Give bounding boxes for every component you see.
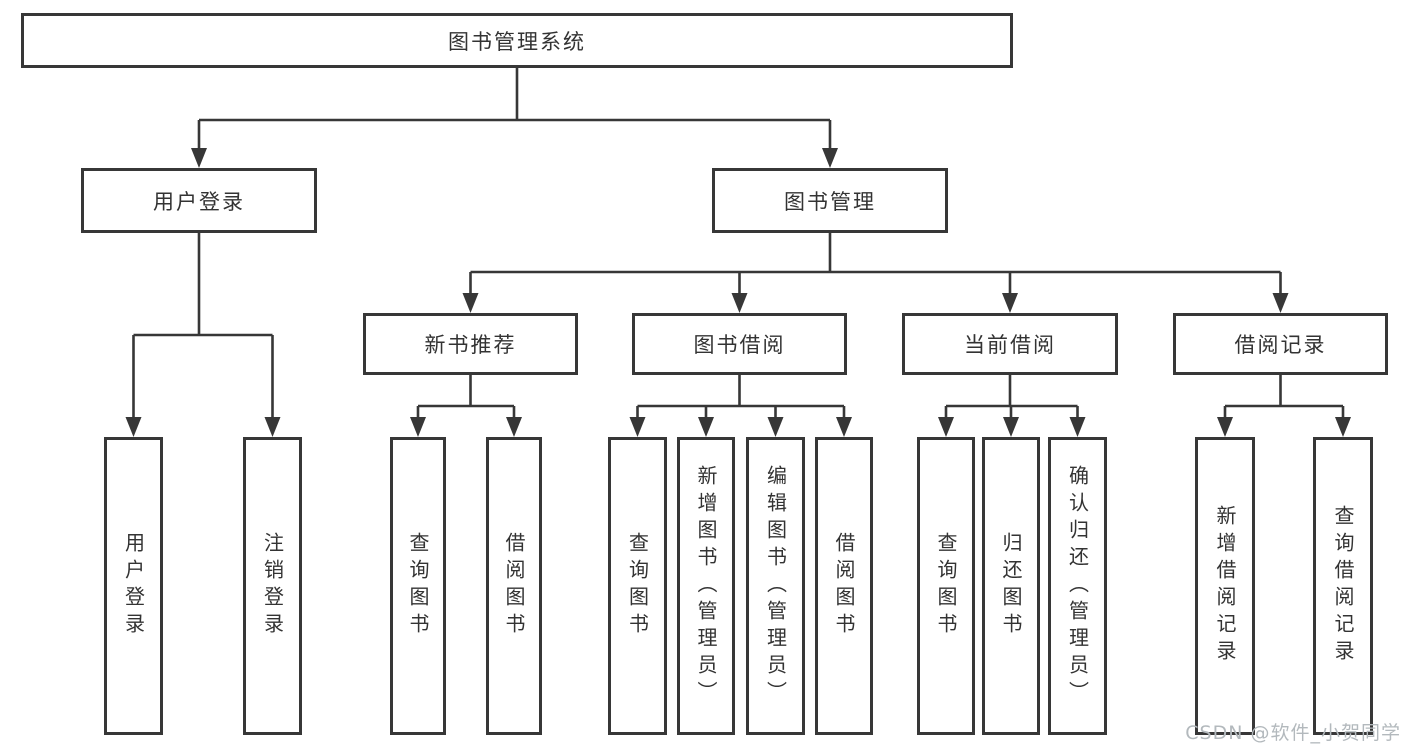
arrowhead-borrow-books-1 [506,417,522,437]
node-new-book-recommend: 新书推荐 [363,313,578,375]
node-add-books-admin: 新增图书（管理员） [677,437,735,735]
arrowhead-new-book-recommend [462,293,479,313]
node-label-user-login: 用户登录 [153,189,245,214]
node-add-borrow-record: 新增借阅记录 [1195,437,1255,735]
node-label-new-book-recommend: 新书推荐 [424,333,517,357]
node-book-management: 图书管理 [712,168,948,233]
arrowhead-search-books-3 [938,417,954,437]
arrowhead-add-books-admin [698,417,714,437]
arrowhead-logout-leaf [264,417,281,437]
arrowhead-search-books-1 [410,417,426,437]
watermark: CSDN @软件_小贺同学 [1185,722,1401,744]
node-borrow-books-1: 借阅图书 [486,437,542,735]
node-current-borrowing: 当前借阅 [902,313,1118,375]
arrowhead-borrowing-records [1272,293,1289,313]
node-label-search-books-3: 查询图书 [934,532,958,640]
node-search-books-1: 查询图书 [390,437,446,735]
connector-from-book-borrowing [636,375,846,421]
node-label-confirm-return-admin: 确认归还（管理员） [1065,464,1090,708]
node-edit-books-admin: 编辑图书（管理员） [746,437,805,735]
node-borrow-books-2: 借阅图书 [815,437,873,735]
arrowhead-search-borrow-record [1335,417,1351,437]
node-label-edit-books-admin: 编辑图书（管理员） [763,464,788,708]
connector-from-book-management [469,233,1282,297]
arrowhead-book-borrowing [731,293,748,313]
node-confirm-return-admin: 确认归还（管理员） [1048,437,1107,735]
connector-from-new-book-recommend [416,375,516,421]
node-label-search-books-1: 查询图书 [406,532,430,640]
connector-from-system-root [197,68,832,152]
node-logout-leaf: 注销登录 [243,437,302,735]
node-search-books-3: 查询图书 [917,437,975,735]
arrowhead-borrow-books-2 [836,417,852,437]
node-label-system-root: 图书管理系统 [448,29,586,54]
arrowhead-current-borrowing [1002,293,1018,313]
node-search-borrow-record: 查询借阅记录 [1313,437,1373,735]
node-system-root: 图书管理系统 [21,13,1013,68]
node-borrowing-records: 借阅记录 [1173,313,1388,375]
node-user-login: 用户登录 [81,168,317,233]
node-label-current-borrowing: 当前借阅 [964,333,1056,357]
arrowhead-search-books-2 [629,417,646,437]
arrowhead-user-login [191,148,207,168]
node-label-return-books: 归还图书 [999,532,1023,640]
arrowhead-add-borrow-record [1217,417,1233,437]
node-label-add-borrow-record: 新增借阅记录 [1213,505,1237,667]
arrowhead-book-management [822,148,838,168]
node-user-login-leaf: 用户登录 [104,437,163,735]
node-label-add-books-admin: 新增图书（管理员） [694,464,718,708]
arrowhead-edit-books-admin [767,417,784,437]
connector-from-borrowing-records [1223,375,1345,421]
node-label-search-borrow-record: 查询借阅记录 [1331,505,1355,667]
connector-from-user-login [132,233,274,421]
node-label-logout-leaf: 注销登录 [260,532,285,640]
node-label-borrow-books-1: 借阅图书 [502,532,526,640]
node-label-book-borrowing: 图书借阅 [693,333,786,357]
node-return-books: 归还图书 [982,437,1040,735]
node-search-books-2: 查询图书 [608,437,667,735]
node-label-book-management: 图书管理 [784,189,876,214]
node-book-borrowing: 图书借阅 [632,313,847,375]
connector-from-current-borrowing [944,375,1079,421]
node-label-borrow-books-2: 借阅图书 [832,532,856,640]
arrowhead-confirm-return-admin [1069,417,1086,437]
node-label-borrowing-records: 借阅记录 [1234,333,1327,357]
arrowhead-user-login-leaf [125,417,142,437]
node-label-user-login-leaf: 用户登录 [121,532,146,640]
node-label-search-books-2: 查询图书 [625,532,650,640]
arrowhead-return-books [1003,417,1019,437]
